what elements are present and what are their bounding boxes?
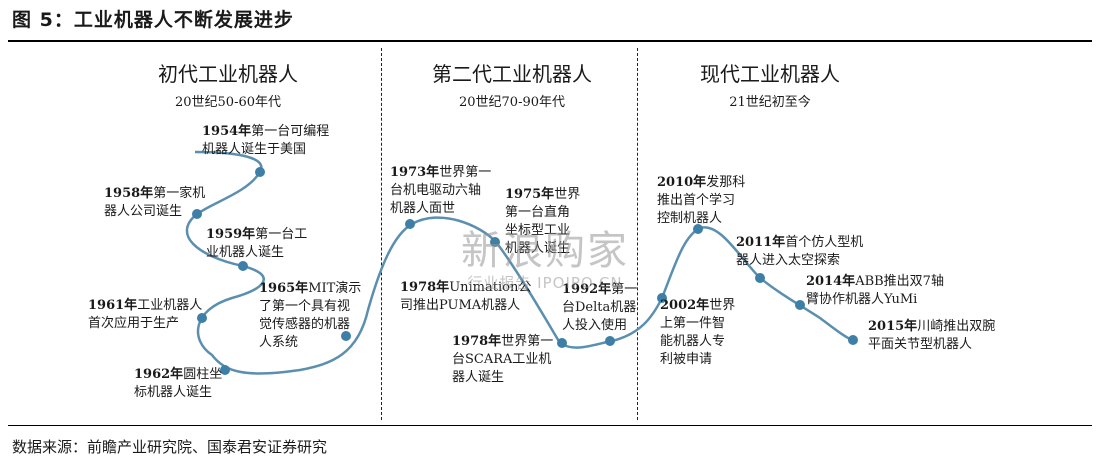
milestone-1962: 1962年圆柱坐 标机器人诞生	[134, 367, 223, 400]
milestone-1973: 1973年世界第一 台机电驱动六轴 机器人面世	[390, 165, 492, 216]
milestone-2011: 2011年首个仿人型机 器人进入太空探索	[736, 235, 864, 268]
milestone-1975: 1975年世界 第一台直角 坐标型工业 机器人诞生	[505, 187, 581, 256]
figure-title: 图 5：工业机器人不断发展进步	[12, 9, 294, 31]
timeline-path	[185, 150, 857, 375]
milestone-1959: 1959年第一台工 业机器人诞生	[206, 227, 308, 260]
figure-source: 数据来源：前瞻产业研究院、国泰君安证券研究	[12, 438, 328, 456]
milestone-1954: 1954年第一台可编程 机器人诞生于美国	[202, 124, 330, 157]
milestone-marker	[848, 335, 858, 345]
milestone-marker	[795, 300, 805, 310]
milestone-marker	[605, 336, 615, 346]
milestone-markers	[192, 167, 858, 375]
era-title-1: 初代工业机器人	[158, 62, 298, 86]
milestone-marker	[238, 261, 248, 271]
milestone-1978-puma: 1978年Unimation公 司推出PUMA机器人	[400, 280, 532, 313]
era-period-1: 20世纪50-60年代	[174, 95, 282, 110]
milestone-1992: 1992年第一 台Delta机器 人投入使用	[562, 282, 638, 333]
milestone-2014: 2014年ABB推出双7轴 臂协作机器人YuMi	[806, 274, 944, 307]
milestone-1965: 1965年MIT演示 了第一个具有视 觉传感器的机器 人系统	[259, 281, 362, 350]
milestone-marker	[197, 313, 207, 323]
era-title-2: 第二代工业机器人	[432, 62, 592, 86]
milestone-marker	[192, 209, 202, 219]
milestone-marker	[755, 273, 765, 283]
milestone-marker	[255, 167, 265, 177]
bottom-rule	[8, 425, 1092, 426]
milestone-1978-scara: 1978年世界第一 台SCARA工业机 器人诞生	[452, 334, 554, 385]
milestone-marker	[405, 219, 415, 229]
milestone-marker	[490, 237, 500, 247]
milestone-1958: 1958年第一家机 器人公司诞生	[104, 186, 206, 219]
era-divider-1	[381, 48, 382, 420]
era-divider-2	[637, 48, 638, 420]
era-period-2: 20世纪70-90年代	[458, 95, 566, 110]
milestone-1961: 1961年工业机器人 首次应用于生产	[88, 298, 203, 331]
era-title-3: 现代工业机器人	[700, 62, 840, 86]
top-rule	[8, 40, 1092, 42]
milestone-marker	[220, 365, 230, 375]
milestone-marker	[341, 331, 351, 341]
milestone-marker	[657, 293, 667, 303]
milestone-2002: 2002年世界 上第一件智 能机器人专 利被申请	[660, 298, 736, 367]
milestone-marker	[557, 338, 567, 348]
era-period-3: 21世纪初至今	[729, 95, 811, 110]
milestone-2015: 2015年川崎推出双腕 平面关节型机器人	[868, 319, 996, 352]
milestone-2010: 2010年发那科 推出首个学习 控制机器人	[657, 175, 746, 226]
milestone-marker	[693, 224, 703, 234]
